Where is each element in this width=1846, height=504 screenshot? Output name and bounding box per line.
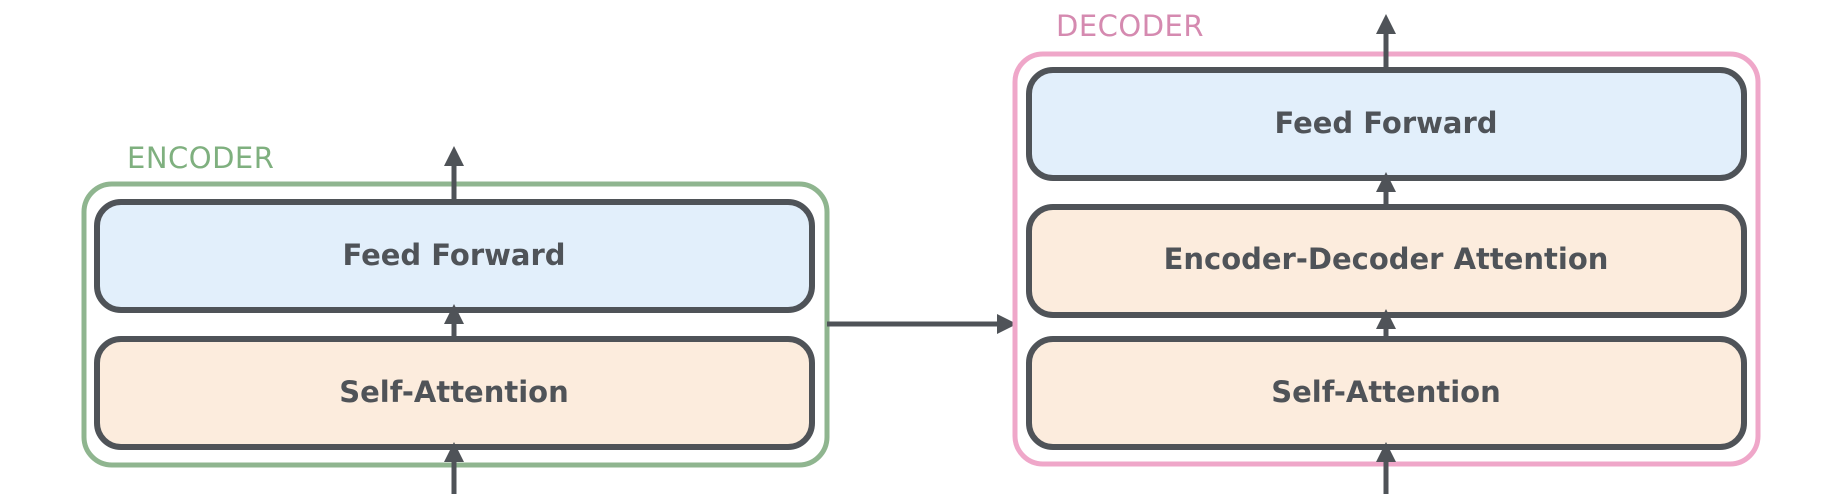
decoder-encoder-decoder-attention-block: Encoder-Decoder Attention	[1026, 204, 1747, 318]
decoder-group: DECODER Feed Forward Encoder-Decoder Att…	[1012, 9, 1761, 494]
decoder-self-attention-block: Self-Attention	[1026, 336, 1747, 450]
encoder-feed-forward-label: Feed Forward	[342, 238, 565, 272]
decoder-feed-forward-label: Feed Forward	[1274, 106, 1497, 140]
decoder-self-attention-label: Self-Attention	[1271, 375, 1501, 409]
decoder-feed-forward-block: Feed Forward	[1026, 67, 1747, 181]
encoder-group: ENCODER Feed Forward Self-Attention	[81, 141, 830, 494]
encoder-label: ENCODER	[127, 141, 274, 175]
encoder-self-attention-block: Self-Attention	[94, 336, 815, 450]
decoder-label: DECODER	[1056, 9, 1204, 43]
decoder-encoder-decoder-attention-label: Encoder-Decoder Attention	[1164, 242, 1609, 276]
encoder-feed-forward-block: Feed Forward	[94, 199, 815, 313]
encoder-self-attention-label: Self-Attention	[339, 375, 569, 409]
